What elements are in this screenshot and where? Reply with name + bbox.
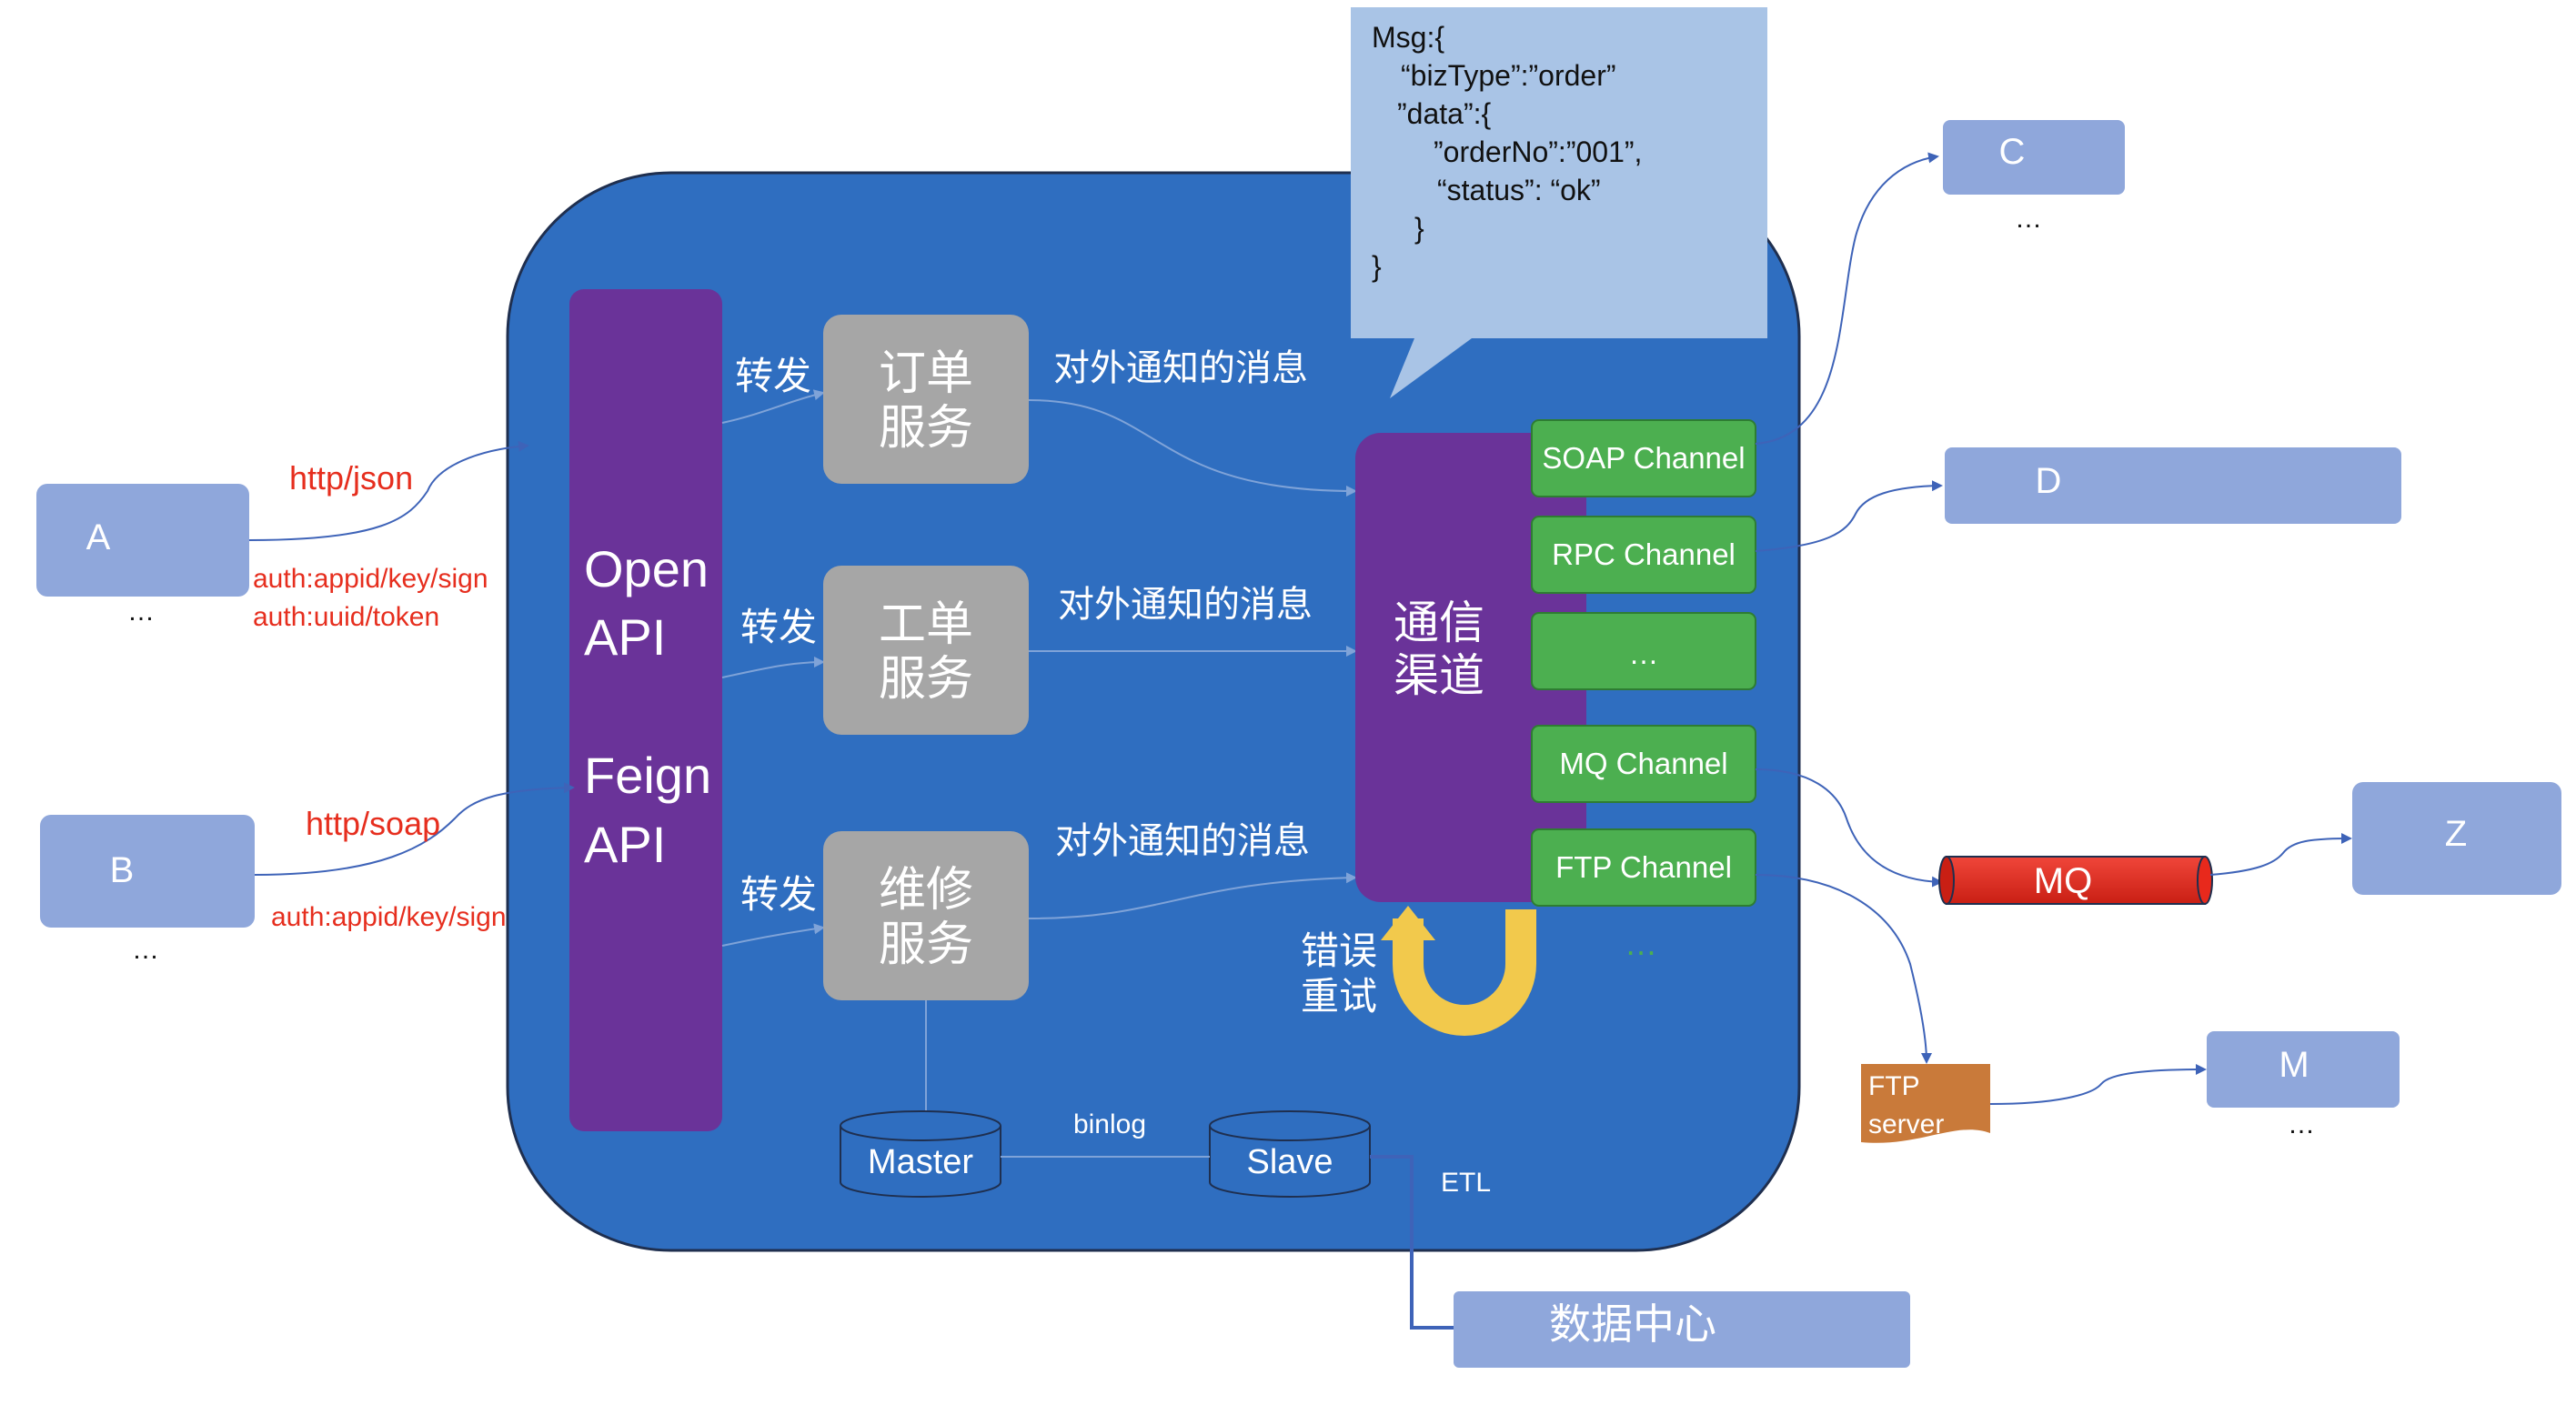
message-callout-text: Msg:{ “bizType”:”order” ”data”:{ ”orderN… xyxy=(1372,21,1642,283)
target-d[interactable]: D xyxy=(1945,447,2401,524)
notify-label-3: 对外通知的消息 xyxy=(1055,821,1310,861)
client-b-label: B xyxy=(110,850,135,890)
channel-hub-line1: 通信 xyxy=(1394,597,1484,649)
master-db-label: Master xyxy=(868,1143,973,1181)
binlog-label: binlog xyxy=(1073,1109,1146,1139)
ftp-server-line1: FTP xyxy=(1868,1071,1920,1101)
feign-api-line2: API xyxy=(584,816,666,873)
channel-mq[interactable]: MQ Channel xyxy=(1531,725,1756,803)
target-d-label: D xyxy=(2036,461,2062,501)
order-service-line1: 订单 xyxy=(879,346,973,401)
repair-service-line2: 服务 xyxy=(879,918,973,972)
msg-line-2: “bizType”:”order” xyxy=(1401,59,1616,92)
target-c-label: C xyxy=(1999,132,2026,172)
retry-label-line1: 错误 xyxy=(1301,928,1377,973)
msg-line-4: ”orderNo”:”001”, xyxy=(1434,135,1642,168)
channel-more-label: … xyxy=(1629,637,1659,670)
ftp-server-line2: server xyxy=(1868,1109,1944,1139)
msg-line-7: } xyxy=(1372,250,1382,283)
master-db-icon xyxy=(840,1110,1001,1198)
channel-ftp-label: FTP Channel xyxy=(1555,850,1732,884)
etl-label: ETL xyxy=(1441,1168,1491,1198)
channel-hub-line2: 渠道 xyxy=(1394,649,1484,702)
repair-service-line1: 维修 xyxy=(879,863,973,918)
client-a-auth-1: auth:appid/key/sign xyxy=(253,564,488,594)
client-b[interactable]: B xyxy=(40,815,255,928)
notify-label-1: 对外通知的消息 xyxy=(1053,348,1308,388)
ticket-service-line1: 工单 xyxy=(879,597,973,652)
client-b-auth: auth:appid/key/sign xyxy=(271,902,507,932)
channel-hub[interactable] xyxy=(1355,433,1586,902)
ftp-server-icon[interactable] xyxy=(1861,1064,1990,1143)
target-z[interactable]: Z xyxy=(2352,782,2561,895)
channel-rpc[interactable]: RPC Channel xyxy=(1531,516,1756,594)
channel-rpc-label: RPC Channel xyxy=(1552,537,1736,571)
channel-mq-label: MQ Channel xyxy=(1559,747,1727,780)
target-m[interactable]: M xyxy=(2207,1031,2400,1108)
message-callout xyxy=(1351,7,1767,398)
channel-ftp[interactable]: FTP Channel xyxy=(1531,828,1756,907)
mq-queue-icon[interactable] xyxy=(1938,856,2213,905)
channel-soap[interactable]: SOAP Channel xyxy=(1531,419,1756,497)
client-a[interactable]: A xyxy=(36,484,249,597)
open-api-line1: Open xyxy=(584,540,709,597)
order-service-line2: 服务 xyxy=(879,401,973,456)
api-gateway[interactable] xyxy=(569,289,722,1131)
target-z-label: Z xyxy=(2445,814,2467,854)
repair-service[interactable]: 维修 服务 xyxy=(823,831,1029,1000)
client-b-protocol: http/soap xyxy=(306,805,440,842)
notify-label-2: 对外通知的消息 xyxy=(1058,585,1313,625)
client-b-more: … xyxy=(132,935,159,965)
target-c-more: … xyxy=(2015,204,2042,234)
channel-more[interactable]: … xyxy=(1531,612,1756,690)
data-center-label: 数据中心 xyxy=(1549,1300,1716,1349)
ticket-service-line2: 服务 xyxy=(879,652,973,707)
channel-soap-label: SOAP Channel xyxy=(1542,441,1745,475)
order-service[interactable]: 订单 服务 xyxy=(823,315,1029,484)
msg-line-1: Msg:{ xyxy=(1372,21,1444,54)
open-api-line2: API xyxy=(584,608,666,666)
msg-line-5: “status”: “ok” xyxy=(1437,174,1601,206)
retry-label-line2: 重试 xyxy=(1301,974,1377,1019)
forward-label-2: 转发 xyxy=(740,606,817,648)
retry-arrow-icon xyxy=(1381,906,1536,1036)
slave-db-icon xyxy=(1209,1110,1371,1198)
msg-line-6: } xyxy=(1414,212,1424,245)
channels-more-ellipsis: … xyxy=(1625,925,1657,962)
client-a-protocol: http/json xyxy=(289,459,413,497)
slave-db-label: Slave xyxy=(1246,1143,1333,1181)
target-m-more: … xyxy=(2288,1109,2315,1139)
target-m-label: M xyxy=(2279,1045,2309,1085)
ticket-service[interactable]: 工单 服务 xyxy=(823,566,1029,735)
forward-label-1: 转发 xyxy=(735,355,811,397)
forward-label-3: 转发 xyxy=(740,873,817,916)
client-a-more: … xyxy=(127,597,155,627)
target-c[interactable]: C xyxy=(1943,120,2125,195)
feign-api-line1: Feign xyxy=(584,747,711,804)
data-center[interactable]: 数据中心 xyxy=(1454,1291,1910,1368)
client-a-label: A xyxy=(86,517,111,557)
msg-line-3: ”data”:{ xyxy=(1397,97,1491,130)
client-a-auth-2: auth:uuid/token xyxy=(253,602,439,632)
mq-label: MQ xyxy=(2034,861,2092,901)
